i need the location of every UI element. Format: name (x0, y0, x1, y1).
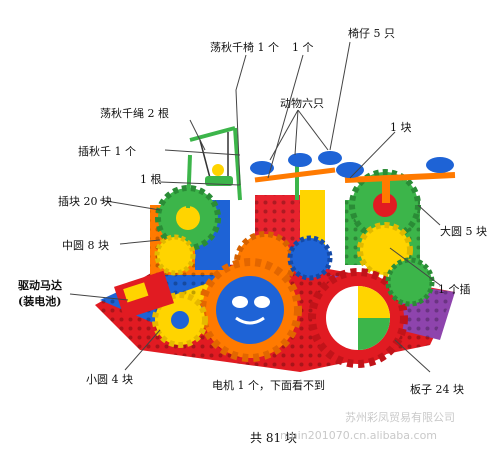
leader-lines (69, 41, 441, 373)
label-one-rod: 1 根 (140, 173, 162, 186)
label-boards: 板子 24 块 (410, 383, 464, 396)
label-animals: 动物六只 (280, 97, 324, 110)
label-small-round: 小圆 4 块 (86, 373, 133, 386)
watermark-company: 苏州彩凤贸易有限公司 (345, 411, 455, 424)
label-motor-note: 电机 1 个，下面看不到 (212, 379, 325, 392)
label-one-piece: 1 个 (292, 41, 314, 54)
label-drive-motor-battery: (装电池) (18, 295, 62, 308)
label-total: 共 81 块 (250, 431, 297, 445)
label-swing-rope: 荡秋千绳 2 根 (100, 107, 169, 120)
motor-box (114, 270, 174, 320)
watermark-domain: nmin201070.cn.alibaba.com (280, 429, 438, 442)
swing-set (186, 126, 242, 209)
label-swing-frame: 插秋千 1 个 (78, 145, 136, 158)
label-large-round: 大圆 5 块 (440, 225, 487, 238)
label-one-insert: 1 个插 (438, 283, 471, 296)
label-seat-chairs: 椅仔 5 只 (348, 27, 395, 40)
label-drive-motor: 驱动马达 (18, 279, 62, 292)
label-insert-blocks: 插块 20 块 (58, 195, 112, 208)
label-swing-seat: 荡秋千椅 1 个 (210, 41, 279, 54)
carousel (250, 151, 342, 200)
seesaw (336, 157, 456, 203)
label-medium-round: 中圆 8 块 (62, 239, 109, 252)
label-one-block: 1 块 (390, 121, 412, 134)
